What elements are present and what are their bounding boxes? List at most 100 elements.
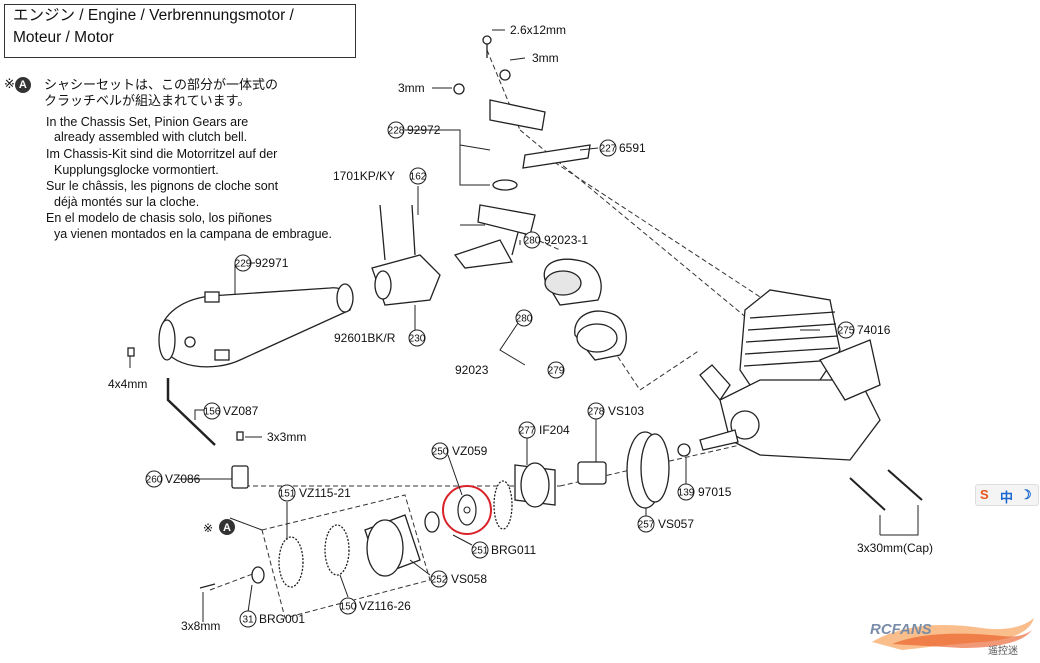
label-97015: 97015 — [698, 485, 732, 499]
callout-mark: ※ — [203, 521, 213, 535]
label-4x4mm: 4x4mm — [108, 377, 147, 391]
label-1701kp-ky: 1701KP/KY — [333, 169, 395, 183]
label-92972: 92972 — [407, 123, 441, 137]
badge-257 — [637, 515, 655, 533]
title-line-2: Moteur / Motor — [13, 29, 114, 46]
badge-139 — [677, 483, 695, 501]
num-229: 229 — [235, 259, 252, 270]
ime-chinese-toggle[interactable]: 中 — [1000, 490, 1014, 505]
note-circle-a: A — [14, 76, 31, 93]
badge-229 — [234, 254, 252, 272]
label-3mm-top: 3mm — [532, 51, 559, 65]
badge-250 — [431, 442, 449, 460]
flame-icon: RCFANS 遥控迷 — [870, 618, 1034, 657]
label-vs103: VS103 — [608, 404, 644, 418]
washer-hole — [463, 506, 471, 514]
note-es-1: En el modelo de chasis solo, los piñones — [46, 211, 272, 225]
badge-150 — [339, 597, 357, 615]
muffler-drawing — [158, 283, 354, 368]
num-150: 150 — [340, 602, 357, 613]
note-fr-2: déjà montés sur la cloche. — [54, 195, 200, 209]
num-280-b: 280 — [516, 314, 533, 325]
num-230: 230 — [409, 334, 426, 345]
note-fr-1: Sur le châssis, les pignons de cloche so… — [46, 179, 279, 193]
ime-s-icon[interactable]: S — [980, 487, 989, 502]
label-92023-1: 92023-1 — [544, 233, 588, 247]
label-6591: 6591 — [619, 141, 646, 155]
num-227: 227 — [600, 144, 617, 155]
ime-toolbar[interactable]: S 中 ☽ — [975, 484, 1039, 506]
num-278: 278 — [588, 407, 605, 418]
label-3x8mm: 3x8mm — [181, 619, 220, 633]
num-257: 257 — [638, 520, 655, 531]
label-brg011: BRG011 — [491, 543, 536, 557]
badge-251 — [471, 541, 489, 559]
num-162: 162 — [410, 172, 427, 183]
title-line-1: エンジン / Engine / Verbrennungsmotor / — [13, 7, 294, 24]
note-en-2: already assembled with clutch bell. — [54, 130, 248, 144]
badge-151 — [278, 484, 296, 502]
badge-252 — [430, 570, 448, 588]
label-74016: 74016 — [857, 323, 891, 337]
callout-circle-letter: A — [223, 522, 231, 534]
flywheel-drawing — [626, 431, 691, 509]
badge-278 — [587, 402, 605, 420]
hardware-drawing — [127, 347, 923, 589]
callout-circle — [219, 519, 235, 535]
badge-260 — [145, 470, 163, 488]
badge-277 — [518, 421, 536, 439]
badge-279 — [547, 361, 565, 379]
header-parts — [453, 35, 591, 236]
label-vs058: VS058 — [451, 572, 487, 586]
note-mark: ※A — [4, 76, 31, 93]
label-92971: 92971 — [255, 256, 289, 270]
note-jp-2: クラッチベルが組込まれています。 — [44, 93, 251, 108]
label-vz086: VZ086 — [165, 472, 201, 486]
num-251: 251 — [472, 546, 489, 557]
badge-227 — [599, 139, 617, 157]
num-228: 228 — [388, 126, 405, 137]
label-if204: IF204 — [539, 423, 570, 437]
badge-156 — [203, 402, 221, 420]
air-filter-drawing — [543, 258, 627, 361]
note-en-1: In the Chassis Set, Pinion Gears are — [46, 115, 249, 129]
num-280-a: 280 — [524, 236, 541, 247]
num-250: 250 — [432, 447, 449, 458]
label-92601bk-r: 92601BK/R — [334, 331, 396, 345]
num-279: 279 — [548, 366, 565, 377]
label-vz115-21: VZ115-21 — [299, 486, 351, 500]
badge-230 — [408, 329, 426, 347]
logo-sub: 遥控迷 — [988, 644, 1018, 657]
label-vz087: VZ087 — [223, 404, 259, 418]
num-156: 156 — [204, 407, 221, 418]
badge-228 — [387, 121, 405, 139]
badge-31 — [239, 610, 257, 628]
num-275: 275 — [838, 326, 855, 337]
num-151: 151 — [279, 489, 296, 500]
engine-drawing — [699, 289, 881, 461]
label-vz059: VZ059 — [452, 444, 488, 458]
watermark-logo: RCFANS 遥控迷 — [862, 614, 1038, 658]
label-3x30mm-cap: 3x30mm(Cap) — [857, 541, 933, 555]
num-260: 260 — [146, 475, 163, 486]
label-3mm-left: 3mm — [398, 81, 425, 95]
title-box: エンジン / Engine / Verbrennungsmotor / Mote… — [4, 4, 356, 58]
note-jp-1: シャシーセットは、この部分が一体式の — [44, 77, 279, 92]
clutch-bell-drawing — [251, 514, 421, 588]
clutch-drawing — [424, 461, 607, 533]
label-vz116-26: VZ116-26 — [359, 599, 411, 613]
part-labels: 2.6x12mm 3mm 3mm 228 92972 227 6591 1701… — [108, 23, 933, 633]
badge-275 — [837, 321, 855, 339]
badge-162 — [409, 167, 427, 185]
note-es-2: ya vienen montados en la campana de embr… — [54, 227, 332, 241]
num-31: 31 — [242, 615, 254, 626]
num-277: 277 — [519, 426, 536, 437]
label-vs057: VS057 — [658, 517, 694, 531]
label-3x3mm: 3x3mm — [267, 430, 306, 444]
clutch-bell-box — [261, 494, 431, 619]
moon-icon[interactable]: ☽ — [1020, 487, 1032, 502]
note-de-1: Im Chassis-Kit sind die Motorritzel auf … — [46, 147, 278, 161]
badge-280-b — [515, 309, 533, 327]
logo-text: RCFANS — [870, 621, 932, 638]
